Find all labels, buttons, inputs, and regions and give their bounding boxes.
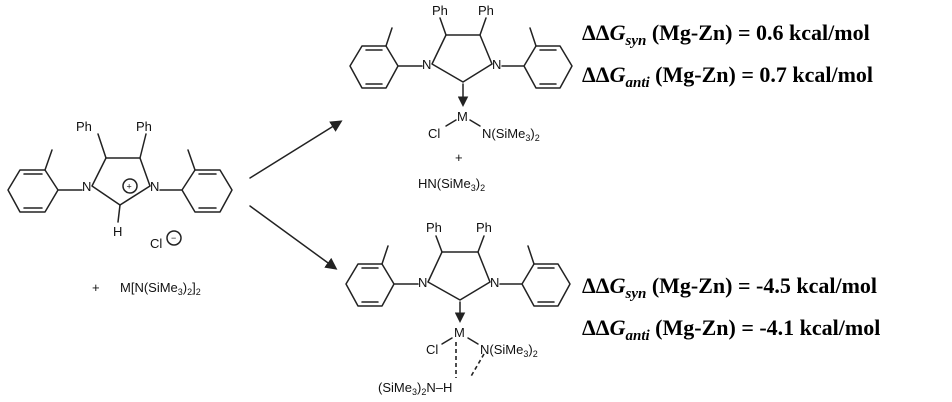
- bottom-ph-left: Ph: [426, 220, 442, 235]
- chloride-minus: −: [171, 233, 176, 243]
- top-ph-left: Ph: [432, 3, 448, 18]
- reactant-h: H: [113, 224, 122, 239]
- reactant-imidazolinium: + Ph Ph N N H Cl − + M[N(SiMe3)2]2: [7, 119, 233, 297]
- negative-charge-icon: [166, 230, 182, 246]
- energy-labels-top: ΔΔGsyn (Mg-Zn) = 0.6 kcal/mol ΔΔGanti (M…: [582, 20, 873, 91]
- top-plus: +: [455, 150, 463, 165]
- bottom-n-left: N: [418, 275, 427, 290]
- bottom-ph-right: Ph: [476, 220, 492, 235]
- top-n-right: N: [492, 57, 501, 72]
- energy-top-syn: ΔΔGsyn (Mg-Zn) = 0.6 kcal/mol: [582, 20, 870, 49]
- bottom-metal: M: [454, 325, 465, 340]
- bottom-amine: (SiMe3)2N–H: [378, 380, 452, 397]
- arrow-to-top-product: [249, 120, 343, 179]
- reactant-n-left: N: [82, 179, 91, 194]
- top-n-left: N: [422, 57, 431, 72]
- reagent-plus: +: [92, 280, 100, 295]
- bottom-cl: Cl: [426, 342, 438, 357]
- energy-bottom-syn: ΔΔGsyn (Mg-Zn) = -4.5 kcal/mol: [582, 273, 877, 302]
- reactant-ph-left: Ph: [76, 119, 92, 134]
- energy-bottom-anti: ΔΔGanti (Mg-Zn) = -4.1 kcal/mol: [582, 315, 880, 344]
- energy-labels-bottom: ΔΔGsyn (Mg-Zn) = -4.5 kcal/mol ΔΔGanti (…: [582, 273, 880, 344]
- energy-top-anti: ΔΔGanti (Mg-Zn) = 0.7 kcal/mol: [582, 62, 873, 91]
- top-metal: M: [457, 109, 468, 124]
- reactant-plus: +: [127, 182, 132, 192]
- top-amide: N(SiMe3)2: [482, 126, 540, 143]
- bottom-n-right: N: [490, 275, 499, 290]
- product-top: Ph Ph N N M Cl N(SiMe3)2 + HN(SiMe3)2: [349, 3, 573, 193]
- top-ph-right: Ph: [478, 3, 494, 18]
- bottom-amide: N(SiMe3)2: [480, 342, 538, 359]
- reagent-formula: M[N(SiMe3)2]2: [120, 280, 201, 297]
- product-bottom: Ph Ph N N M Cl N(SiMe3)2 (SiMe3)2N–H: [345, 220, 571, 397]
- arrow-to-bottom-product: [249, 205, 338, 270]
- chloride-label: Cl: [150, 236, 162, 251]
- top-cl: Cl: [428, 126, 440, 141]
- reactant-ph-right: Ph: [136, 119, 152, 134]
- top-byproduct: HN(SiMe3)2: [418, 176, 485, 193]
- positive-charge-icon: [122, 178, 138, 194]
- reactant-n-right: N: [150, 179, 159, 194]
